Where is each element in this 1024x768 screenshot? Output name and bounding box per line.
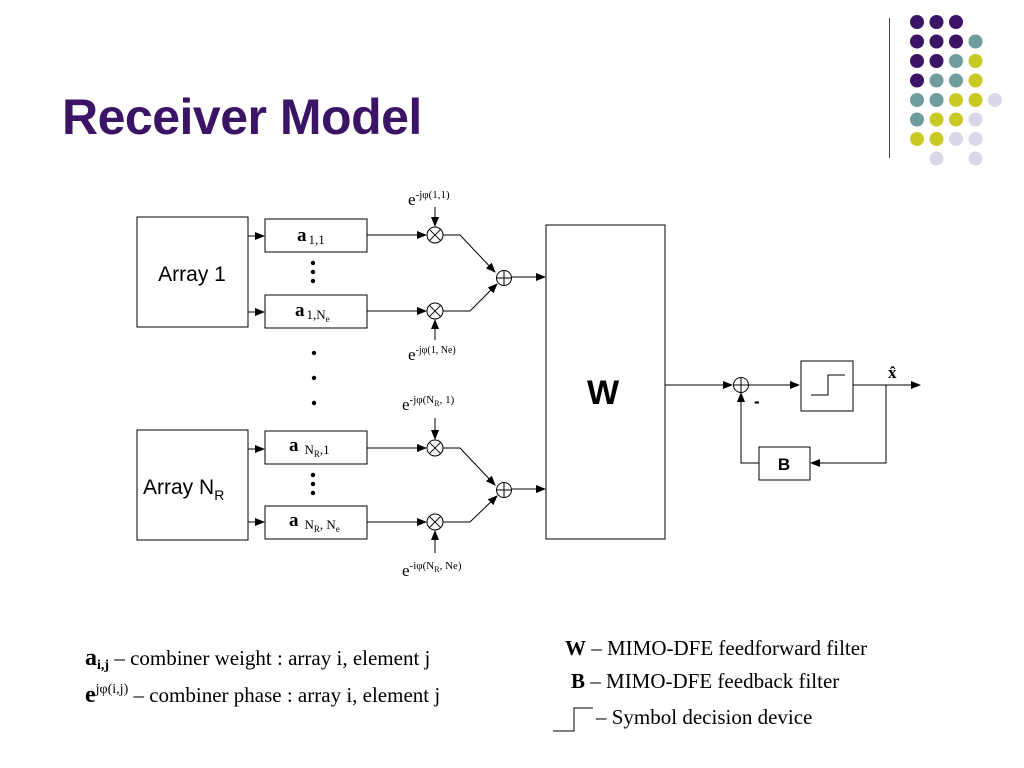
summer-bottom xyxy=(496,482,512,498)
legend-step-icon xyxy=(553,707,593,732)
decor-dot xyxy=(910,73,924,88)
decor-dot xyxy=(910,93,924,107)
minus-sign: - xyxy=(754,392,760,411)
decor-dot xyxy=(910,54,924,68)
decor-dot xyxy=(949,112,963,127)
weight-box-1-Ne xyxy=(264,294,368,329)
dfe-summer xyxy=(733,377,749,393)
array-ellipsis xyxy=(311,350,317,406)
weight-ellipsis-top xyxy=(310,260,316,284)
decor-dot xyxy=(949,93,963,107)
multiplier-NR-Ne xyxy=(426,513,444,531)
legend-left: ai,j – combiner weight : array i, elemen… xyxy=(85,645,440,708)
W-filter-box xyxy=(545,224,666,540)
B-filter-box xyxy=(758,446,811,481)
slide-title: Receiver Model xyxy=(62,89,422,145)
decor-dot xyxy=(929,151,944,166)
phase-label-1-Ne: e-jφ(1, Ne) xyxy=(408,345,456,364)
W-filter-label: W xyxy=(587,374,620,412)
decor-dot xyxy=(968,132,983,146)
phase-label-1-1: e-jφ(1,1) xyxy=(408,189,450,209)
weight-box-1-1 xyxy=(264,218,368,253)
decor-dot xyxy=(968,54,983,68)
multiplier-1-Ne xyxy=(426,302,444,320)
decor-dot xyxy=(910,112,924,127)
summer-top xyxy=(496,270,512,286)
decor-dot xyxy=(929,73,944,88)
decor-dot xyxy=(988,93,1002,107)
arrayNR-label: Array NR xyxy=(143,476,224,503)
legend-weight: ai,j – combiner weight : array i, elemen… xyxy=(85,645,430,673)
decor-dot xyxy=(949,54,963,68)
decor-dot xyxy=(968,93,983,107)
decor-dot xyxy=(910,132,924,146)
legend-W: W – MIMO-DFE feedforward filter xyxy=(565,636,867,660)
decor-dot xyxy=(968,151,983,166)
decor-dots xyxy=(910,15,1002,166)
legend-right: W – MIMO-DFE feedforward filter B – MIMO… xyxy=(553,636,867,732)
decor-dot xyxy=(949,132,963,146)
decor-dot xyxy=(949,15,963,29)
array1-label: Array 1 xyxy=(158,263,226,286)
phase-label-NR-Ne: e-iφ(NR, Ne) xyxy=(402,560,462,580)
decor-dot xyxy=(929,34,944,49)
decor-dot xyxy=(949,73,963,88)
arrayNR-box xyxy=(136,429,249,541)
decor-dot xyxy=(929,54,944,68)
multiplier-NR-1 xyxy=(426,439,444,457)
legend-decision: – Symbol decision device xyxy=(595,705,812,729)
decision-device-box xyxy=(800,360,854,412)
output-label: x̂ xyxy=(888,363,897,382)
array1-box xyxy=(136,216,249,328)
decor-dot xyxy=(949,34,963,49)
decor-dot xyxy=(968,112,983,127)
decor-divider xyxy=(889,18,890,158)
decor-dot xyxy=(929,15,944,29)
decor-dot xyxy=(929,112,944,127)
legend-phase: ejφ(i,j) – combiner phase : array i, ele… xyxy=(85,682,440,708)
decision-step-icon xyxy=(811,374,845,396)
decor-dot xyxy=(968,73,983,88)
B-filter-label: B xyxy=(778,455,790,474)
legend-B: B – MIMO-DFE feedback filter xyxy=(571,669,839,693)
decor-dot xyxy=(910,15,924,29)
weight-ellipsis-bottom xyxy=(310,472,316,496)
decor-dot xyxy=(910,34,924,49)
decor-dot xyxy=(929,93,944,107)
weight-box-NR-Ne xyxy=(264,505,368,540)
weight-box-NR-1 xyxy=(264,430,368,465)
decor-dot xyxy=(929,132,944,146)
decor-dot xyxy=(968,34,983,49)
phase-label-NR-1: e-jφ(NR, 1) xyxy=(402,394,455,414)
multiplier-1-1 xyxy=(426,226,444,244)
